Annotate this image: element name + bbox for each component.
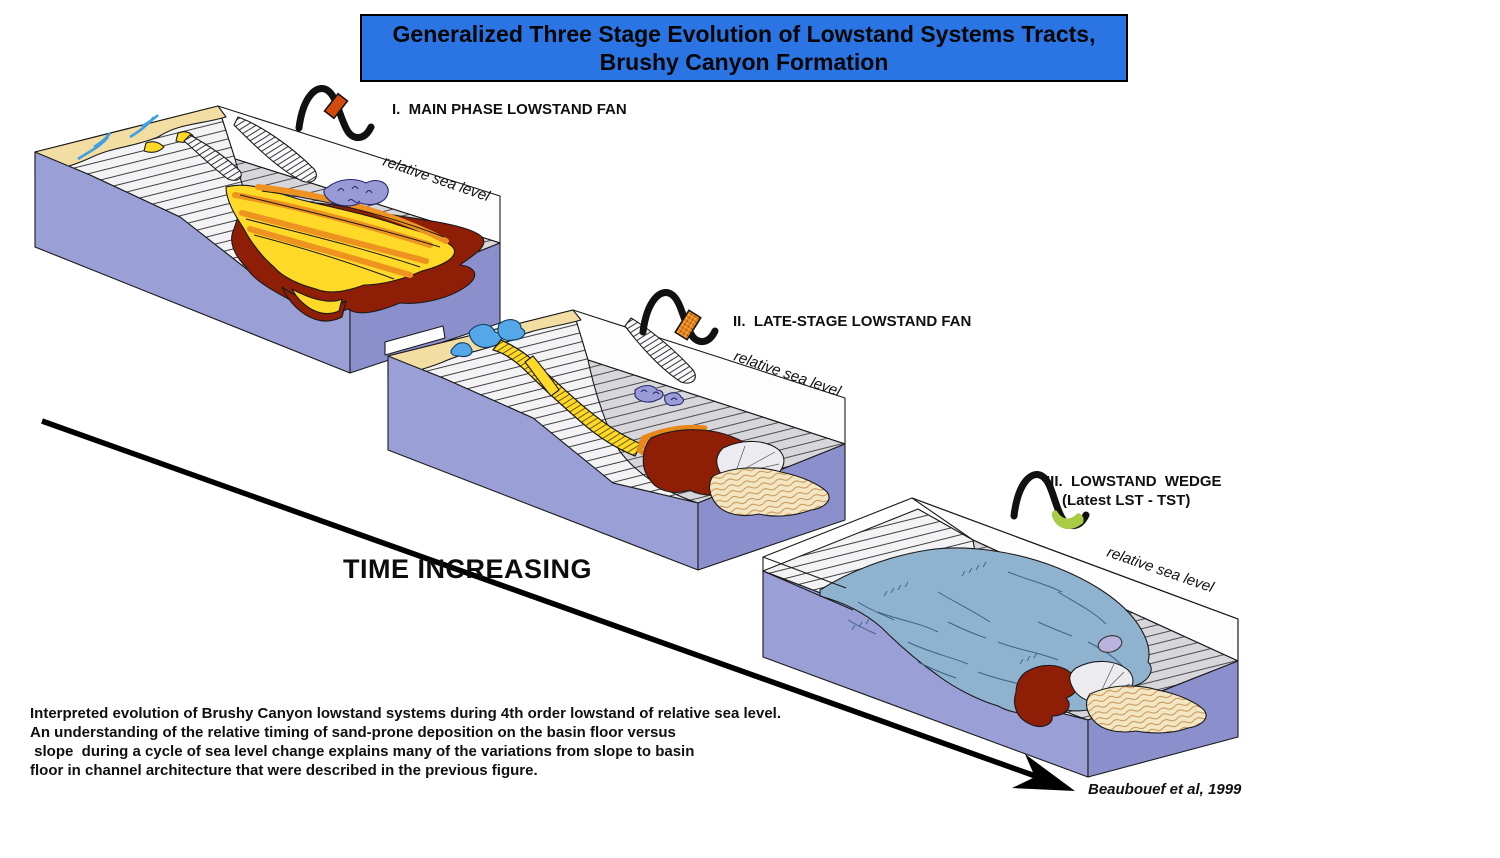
stage2-sea-plane-band: [384, 325, 446, 356]
stage1-label: I. MAIN PHASE LOWSTAND FAN: [392, 101, 627, 118]
stage2-delta-lobes: [450, 319, 526, 358]
stage1-fan-spill-yellow: [291, 288, 343, 315]
attribution-text: Beaubouef et al, 1999: [1088, 781, 1242, 798]
stage1-canyon-head-fan: [143, 141, 165, 153]
title-banner: Generalized Three Stage Evolution of Low…: [360, 14, 1128, 82]
sea-level-curve-icon-stage2: [639, 289, 719, 345]
stage2-channel-branch: [524, 355, 560, 397]
title-line-1: Generalized Three Stage Evolution of Low…: [392, 21, 1096, 47]
stage1-position-marker: [323, 92, 349, 120]
caption-line-3: slope during a cycle of sea level change…: [30, 743, 695, 760]
stage3-mud-blob: [1097, 635, 1123, 653]
stage3-older-fan-cream: [1085, 685, 1207, 734]
caption-line-1: Interpreted evolution of Brushy Canyon l…: [30, 705, 781, 722]
stage3-position-marker: [1051, 510, 1084, 530]
stage1-mud-blob: [323, 178, 389, 207]
stage1-river-channels: [77, 114, 159, 161]
stage1-channel-levee-ridge: [183, 134, 242, 181]
stage1-block-diagram: relative sea level: [34, 105, 501, 374]
stage1-blob-marks: [337, 186, 373, 203]
stage2-mud-blobs: [634, 384, 685, 407]
time-increasing-label: TIME INCREASING: [343, 554, 593, 584]
stage2-blob-marks: [640, 389, 678, 401]
stage2-position-marker: [674, 309, 702, 341]
title-line-2: Brushy Canyon Formation: [599, 49, 889, 75]
stage1-channel-levee-ridge: [233, 116, 317, 183]
caption-line-4: floor in channel architecture that were …: [30, 762, 538, 779]
stage3-sublabel: (Latest LST - TST): [1062, 492, 1191, 509]
stage1-channel-lines: [239, 190, 445, 280]
sea-level-curve-icon-stage1: [295, 85, 375, 141]
stage2-label: II. LATE-STAGE LOWSTAND FAN: [733, 313, 972, 330]
caption-line-2: An understanding of the relative timing …: [30, 724, 676, 741]
figure-caption: Interpreted evolution of Brushy Canyon l…: [30, 704, 850, 780]
stage3-label: III. LOWSTAND WEDGE: [1046, 473, 1222, 490]
